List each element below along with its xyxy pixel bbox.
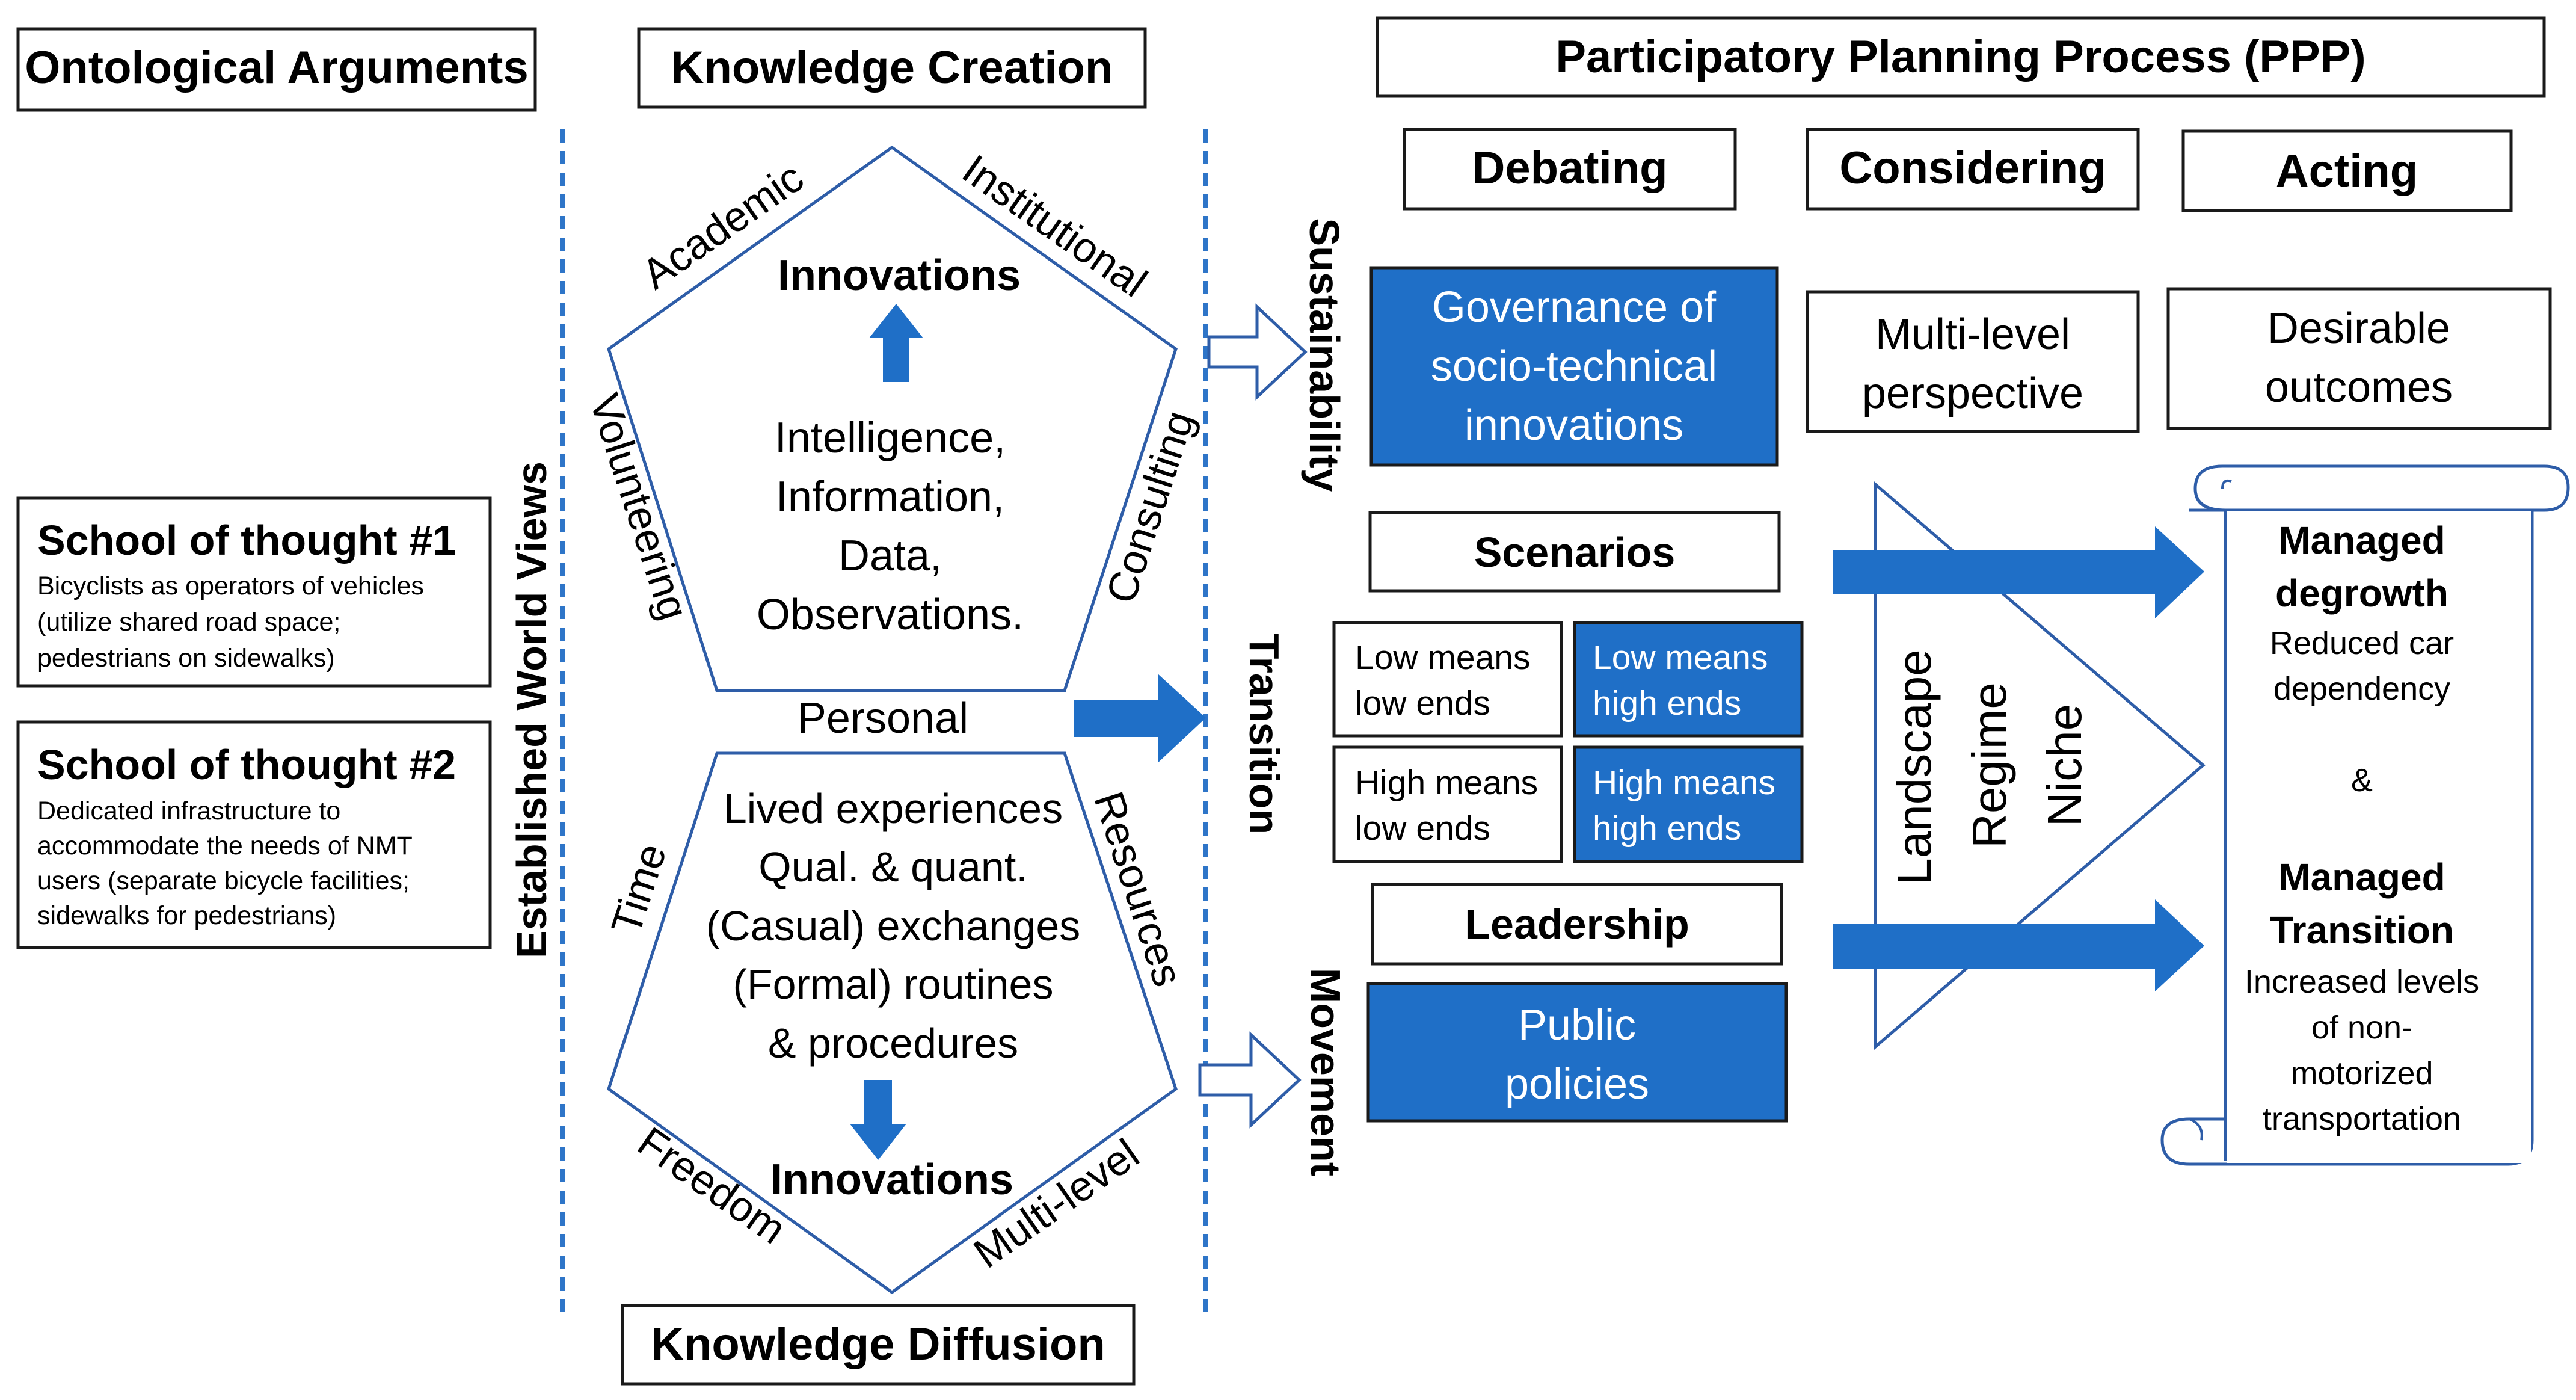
ppp-header: Participatory Planning Process (PPP) xyxy=(1376,16,2546,98)
low-low-box: Low means low ends xyxy=(1332,621,1563,738)
school2-line: Dedicated infrastructure to xyxy=(37,797,340,825)
degrowth-text: Reduced car xyxy=(2270,625,2454,661)
school-of-thought-2: School of thought #2 Dedicated infrastru… xyxy=(16,720,492,949)
high-low-box: High means low ends xyxy=(1332,745,1563,863)
world-views-label: Established World Views xyxy=(508,461,555,958)
school2-title: School of thought #2 xyxy=(37,741,456,788)
pentagon-bottom-line: Qual. & quant. xyxy=(758,843,1028,890)
school1-line: (utilize shared road space; xyxy=(37,608,340,637)
knowledge-diffusion-text: Knowledge Diffusion xyxy=(651,1319,1105,1370)
transition-title: Transition xyxy=(2270,908,2454,952)
scenario-line: high ends xyxy=(1593,809,1741,848)
scenario-line: low ends xyxy=(1355,809,1490,848)
public-line: policies xyxy=(1505,1060,1649,1108)
scenario-line: High means xyxy=(1593,763,1775,802)
pentagon-bottom-line: & procedures xyxy=(768,1020,1018,1067)
school2-line: accommodate the needs of NMT xyxy=(37,831,413,860)
landscape-regime-niche-triangle: Landscape Regime Niche xyxy=(1874,481,2206,1050)
outcomes-scroll: Managed degrowth Reduced car dependency … xyxy=(2160,464,2570,1166)
acting-header: Acting xyxy=(2181,129,2513,212)
public-policies-box: Public policies xyxy=(1366,982,1788,1123)
sustainability-label: Sustainability xyxy=(1301,218,1348,492)
outline-arrow-icon xyxy=(1207,303,1308,401)
arrow-down-icon xyxy=(850,1080,906,1160)
scenario-line: high ends xyxy=(1593,684,1741,723)
knowledge-diffusion-header: Knowledge Diffusion xyxy=(621,1304,1136,1386)
governance-line: socio-technical xyxy=(1431,342,1717,390)
transition-text: transportation xyxy=(2263,1101,2461,1137)
pentagon-top-line: Data, xyxy=(838,532,942,580)
pentagon-top-line: Intelligence, xyxy=(775,414,1006,462)
governance-line: innovations xyxy=(1465,401,1683,449)
innovations-top-label: Innovations xyxy=(778,251,1021,300)
school2-line: sidewalks for pedestrians) xyxy=(37,901,336,930)
arrow-up-icon xyxy=(869,304,923,382)
ontological-arguments-text: Ontological Arguments xyxy=(25,42,528,93)
solid-arrow-icon xyxy=(1833,526,2204,618)
school-of-thought-1: School of thought #1 Bicyclists as opera… xyxy=(16,496,492,688)
scenarios-text: Scenarios xyxy=(1474,529,1676,576)
school1-title: School of thought #1 xyxy=(37,517,456,564)
public-line: Public xyxy=(1518,1001,1636,1049)
multilevel-perspective-box: Multi-level perspective xyxy=(1806,290,2140,433)
scenario-line: High means xyxy=(1355,763,1538,802)
degrowth-title: degrowth xyxy=(2275,572,2448,615)
multilevel-line: perspective xyxy=(1862,369,2083,418)
pentagon-bottom-line: (Casual) exchanges xyxy=(706,902,1081,949)
school1-line: pedestrians on sidewalks) xyxy=(37,644,335,673)
pentagon-bottom-line: Lived experiences xyxy=(724,785,1063,832)
degrowth-title: Managed xyxy=(2278,519,2445,562)
landscape-label: Landscape xyxy=(1887,649,1941,884)
governance-line: Governance of xyxy=(1432,283,1717,331)
niche-label: Niche xyxy=(2038,704,2091,827)
transition-text: motorized xyxy=(2290,1055,2433,1091)
ampersand: & xyxy=(2351,762,2373,798)
innovations-bottom-label: Innovations xyxy=(770,1156,1013,1204)
solid-arrow-icon xyxy=(1833,899,2204,991)
low-high-box: Low means high ends xyxy=(1573,621,1804,738)
leadership-box: Leadership xyxy=(1371,883,1783,966)
transition-label: Transition xyxy=(1241,634,1288,834)
school1-line: Bicyclists as operators of vehicles xyxy=(37,572,424,600)
knowledge-diffusion-pentagon: Time Resources Freedom Multi-level Lived… xyxy=(602,751,1192,1295)
pentagon-top-line: Information, xyxy=(776,473,1004,521)
scenario-line: low ends xyxy=(1355,684,1490,723)
desirable-line: Desirable xyxy=(2267,304,2450,353)
transition-text: Increased levels xyxy=(2245,964,2479,1000)
pentagon-top-line: Observations. xyxy=(757,591,1024,639)
scenario-line: Low means xyxy=(1593,638,1768,677)
knowledge-creation-pentagon: Academic Institutional Volunteering Cons… xyxy=(581,146,1203,692)
transition-text: of non- xyxy=(2311,1010,2412,1046)
personal-label: Personal xyxy=(798,694,968,742)
debating-header: Debating xyxy=(1403,128,1737,211)
multilevel-line: Multi-level xyxy=(1875,310,2070,359)
debating-text: Debating xyxy=(1472,143,1667,194)
movement-label: Movement xyxy=(1302,968,1349,1176)
knowledge-creation-header: Knowledge Creation xyxy=(637,27,1147,109)
considering-text: Considering xyxy=(1839,143,2106,194)
solid-arrow-icon xyxy=(1074,674,1206,763)
ppp-text: Participatory Planning Process (PPP) xyxy=(1555,31,2365,82)
knowledge-creation-text: Knowledge Creation xyxy=(671,42,1113,93)
ontological-arguments-header: Ontological Arguments xyxy=(16,27,537,112)
leadership-text: Leadership xyxy=(1465,901,1689,948)
desirable-line: outcomes xyxy=(2265,363,2453,412)
degrowth-text: dependency xyxy=(2273,671,2450,707)
pentagon-bottom-line: (Formal) routines xyxy=(733,961,1054,1008)
outline-arrow-icon xyxy=(1198,1031,1302,1129)
desirable-outcomes-box: Desirable outcomes xyxy=(2166,287,2552,430)
governance-box: Governance of socio-technical innovation… xyxy=(1369,266,1779,467)
acting-text: Acting xyxy=(2276,146,2418,197)
high-high-box: High means high ends xyxy=(1573,745,1804,863)
considering-header: Considering xyxy=(1806,128,2140,211)
scenarios-box: Scenarios xyxy=(1368,511,1781,593)
regime-label: Regime xyxy=(1963,682,2016,848)
scenario-line: Low means xyxy=(1355,638,1531,677)
school2-line: users (separate bicycle facilities; xyxy=(37,866,410,895)
transition-title: Managed xyxy=(2278,856,2445,899)
